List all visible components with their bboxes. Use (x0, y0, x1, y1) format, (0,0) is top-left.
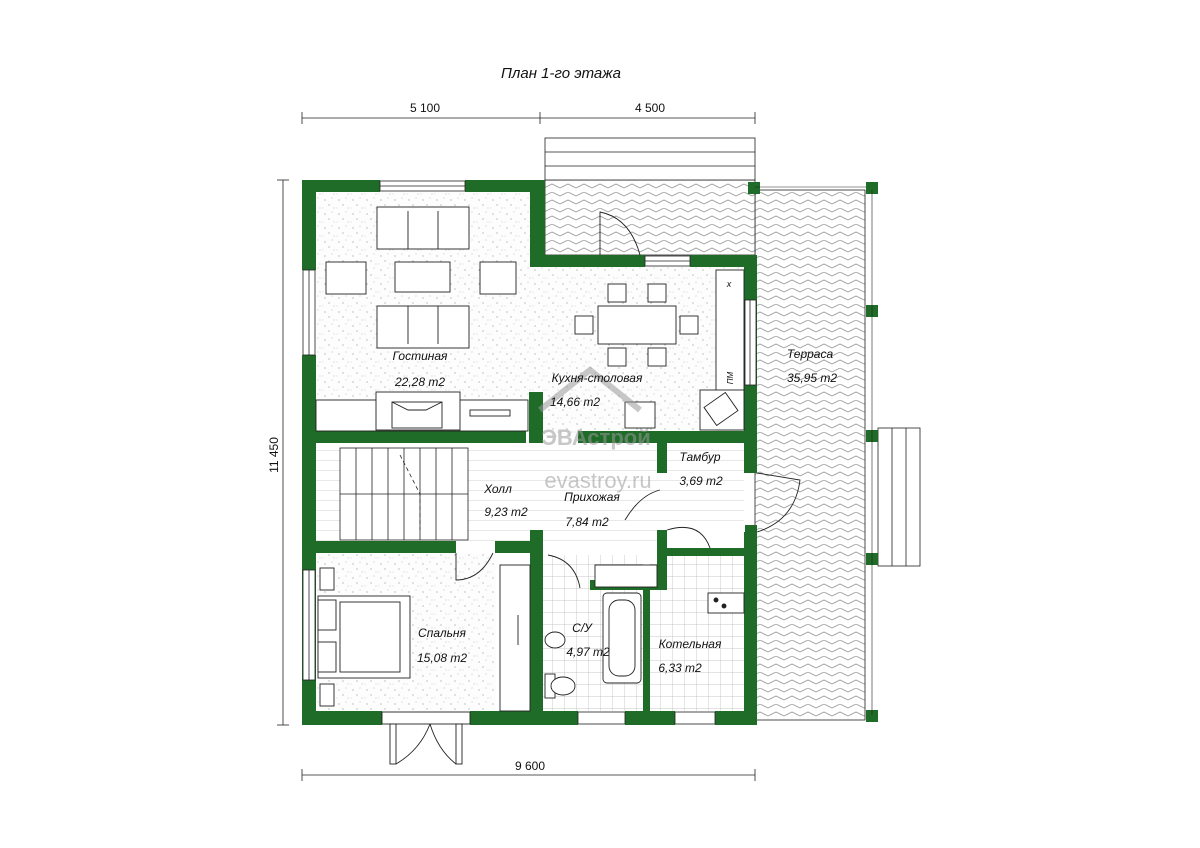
room-labels: Гостиная 22,28 m2 Кухня-столовая 14,66 m… (393, 347, 838, 675)
room-name-entry: Прихожая (564, 490, 620, 504)
room-area-living: 22,28 m2 (394, 375, 445, 389)
tambour-floor (666, 443, 744, 523)
bedroom-door (455, 552, 494, 581)
entry-door (624, 489, 661, 521)
room-area-hall: 9,23 m2 (484, 505, 528, 519)
room-area-entry: 7,84 m2 (565, 515, 609, 529)
porch-door (599, 211, 641, 256)
windows (302, 180, 757, 725)
kitchen-x-label: x (726, 279, 732, 289)
room-name-tambour: Тамбур (679, 450, 720, 464)
room-name-boiler: Котельная (659, 637, 722, 651)
boiler-fixtures (707, 592, 745, 614)
terrace-floor (754, 189, 866, 721)
room-area-kitchen: 14,66 m2 (550, 395, 600, 409)
room-area-terrace: 35,95 m2 (787, 371, 837, 385)
terrace-door (756, 472, 801, 533)
porch-floor (544, 179, 756, 256)
room-name-bedroom: Спальня (418, 626, 466, 640)
watermark-brand: ЭВАстрой (541, 425, 650, 450)
dimension-left: 11 450 (267, 179, 289, 726)
room-area-tambour: 3,69 m2 (679, 474, 723, 488)
kitchen-furniture (574, 269, 745, 431)
porch-steps (544, 137, 756, 181)
boiler-door (666, 526, 711, 549)
entrance-door (381, 711, 471, 765)
dimension-top-right: 4 500 (635, 101, 665, 115)
dimension-bottom-value: 9 600 (515, 759, 545, 773)
kitchen-pm-label: ПМ (726, 371, 735, 384)
dimension-bottom: 9 600 (301, 759, 756, 781)
watermark-site: evastroy.ru (544, 468, 651, 493)
room-area-wc: 4,97 m2 (566, 645, 610, 659)
dimension-top: 5 100 4 500 (301, 101, 756, 124)
room-area-boiler: 6,33 m2 (658, 661, 702, 675)
dimension-left-value: 11 450 (267, 437, 281, 473)
room-name-kitchen: Кухня-столовая (552, 371, 643, 385)
terrace-posts (748, 182, 878, 722)
wc-fixtures (544, 564, 658, 699)
room-name-hall: Холл (483, 482, 512, 496)
living-furniture (315, 206, 529, 432)
wc-door (547, 554, 581, 589)
room-name-living: Гостиная (393, 349, 448, 363)
plan-title: План 1-го этажа (501, 65, 621, 82)
room-name-terrace: Терраса (787, 347, 834, 361)
bedroom-furniture (317, 564, 531, 712)
staircase (339, 447, 469, 541)
room-area-bedroom: 15,08 m2 (417, 651, 467, 665)
terrace-steps (877, 427, 921, 567)
dimension-top-left: 5 100 (410, 101, 440, 115)
room-name-wc: С/У (572, 621, 593, 635)
watermark: ЭВАстрой evastroy.ru (538, 366, 652, 493)
